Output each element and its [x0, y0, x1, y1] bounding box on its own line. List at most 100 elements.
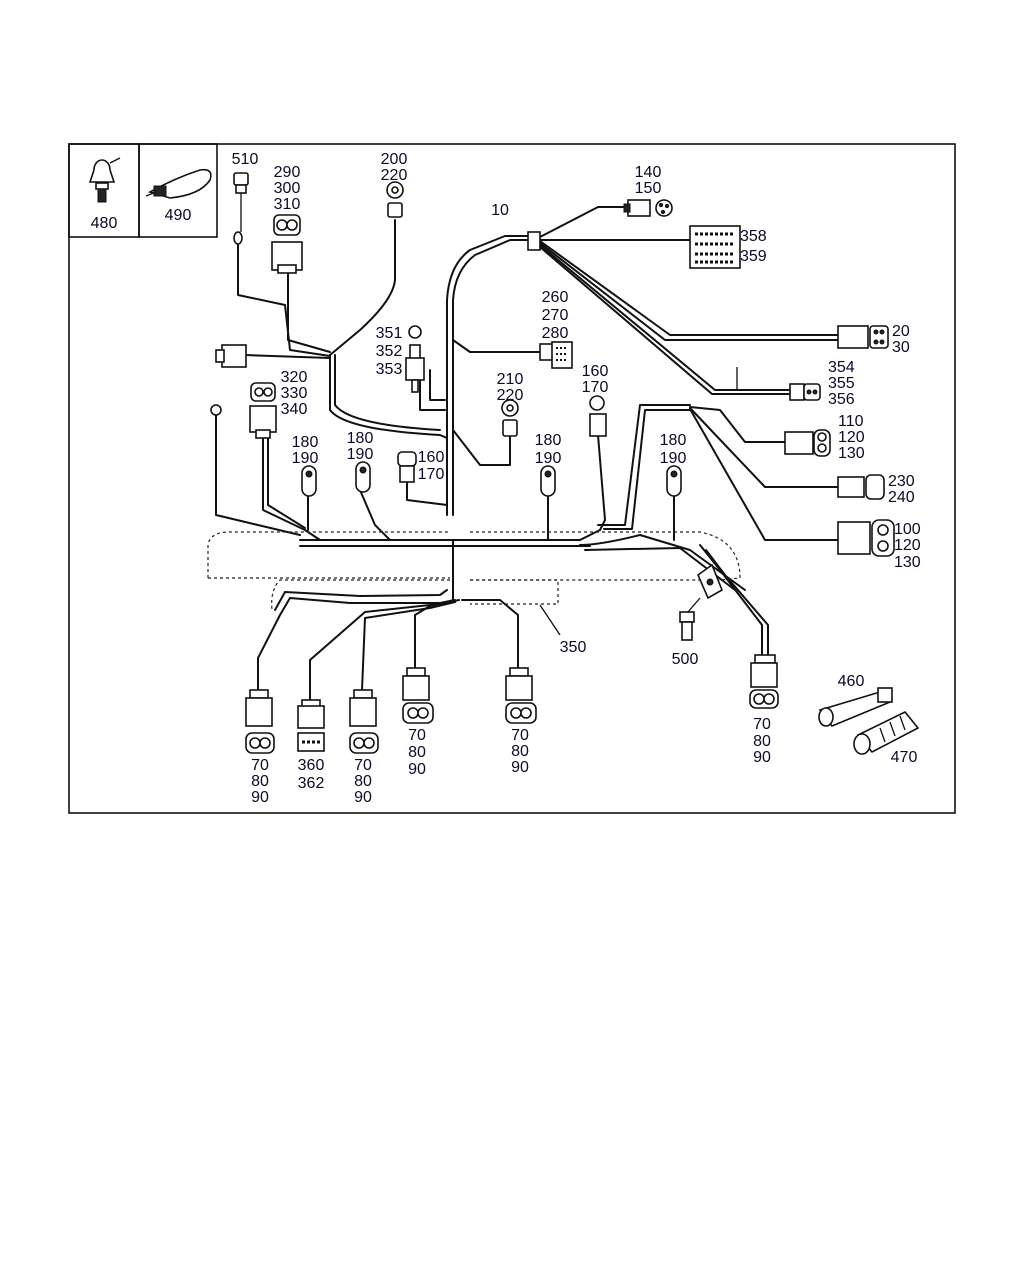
label-90-b: 90	[354, 789, 372, 806]
label-330: 330	[281, 385, 308, 402]
label-358: 358	[740, 228, 767, 245]
label-190-a: 190	[292, 450, 319, 467]
label-90-d: 90	[511, 759, 529, 776]
label-130-a: 130	[838, 445, 865, 462]
label-351: 351	[376, 325, 403, 342]
connector-100	[837, 519, 895, 557]
label-353: 353	[376, 361, 403, 378]
label-190-d: 190	[660, 450, 687, 467]
label-180-c: 180	[535, 432, 562, 449]
label-350: 350	[560, 639, 587, 656]
label-200: 200	[381, 151, 408, 168]
label-190-b: 190	[347, 446, 374, 463]
label-10: 10	[491, 202, 509, 219]
label-120-a: 120	[838, 429, 865, 446]
label-480: 480	[91, 215, 118, 232]
label-80-a: 80	[251, 773, 269, 790]
dashed-outline-350	[470, 579, 559, 605]
label-460: 460	[838, 673, 865, 690]
label-240: 240	[888, 489, 915, 506]
label-70-a: 70	[251, 757, 269, 774]
wire-harness	[215, 206, 839, 701]
label-320: 320	[281, 369, 308, 386]
label-90-e: 90	[753, 749, 771, 766]
diagram-frame	[68, 143, 956, 814]
label-220-mid: 220	[497, 387, 524, 404]
label-270: 270	[542, 307, 569, 324]
label-180-d: 180	[660, 432, 687, 449]
label-470: 470	[891, 749, 918, 766]
plug-460	[818, 687, 893, 727]
label-80-e: 80	[753, 733, 771, 750]
label-500: 500	[672, 651, 699, 668]
sensor-180-a	[301, 465, 317, 497]
label-220-top: 220	[381, 167, 408, 184]
label-80-b: 80	[354, 773, 372, 790]
label-355: 355	[828, 375, 855, 392]
label-100: 100	[894, 521, 921, 538]
label-150: 150	[635, 180, 662, 197]
label-362: 362	[298, 775, 325, 792]
dashed-outline-upper	[207, 531, 741, 611]
label-70-b: 70	[354, 757, 372, 774]
label-70-c: 70	[408, 727, 426, 744]
connector-70-a	[245, 689, 275, 754]
connector-290	[271, 214, 303, 274]
label-110: 110	[838, 413, 864, 430]
connector-110	[784, 429, 831, 457]
label-310: 310	[274, 196, 301, 213]
label-170-right: 170	[582, 379, 609, 396]
label-280: 280	[542, 325, 569, 342]
connector-140	[623, 199, 673, 217]
part-351	[405, 325, 425, 393]
label-340: 340	[281, 401, 308, 418]
legend-box-tie	[138, 143, 218, 238]
connector-230	[837, 474, 885, 500]
connector-70-b	[349, 689, 379, 754]
connector-354	[789, 383, 821, 401]
sensor-160-right	[589, 395, 607, 437]
label-359: 359	[740, 248, 767, 265]
label-70-e: 70	[753, 716, 771, 733]
label-170-left: 170	[418, 466, 445, 483]
cable-tie-490-icon	[145, 168, 212, 199]
sensor-180-c	[540, 465, 556, 497]
sensor-180-b	[355, 461, 371, 493]
label-180-b: 180	[347, 430, 374, 447]
label-510: 510	[232, 151, 259, 168]
connector-260	[539, 341, 573, 369]
sensor-180-d	[666, 465, 682, 497]
label-490: 490	[165, 207, 192, 224]
connector-70-c	[402, 667, 434, 724]
label-180-a: 180	[292, 434, 319, 451]
label-80-d: 80	[511, 743, 529, 760]
sensor-200	[386, 181, 404, 218]
label-356: 356	[828, 391, 855, 408]
connector-320	[249, 382, 277, 439]
label-20: 20	[892, 323, 910, 340]
sensor-210	[501, 399, 519, 437]
label-290: 290	[274, 164, 301, 181]
label-354: 354	[828, 359, 855, 376]
connector-left-plug	[215, 344, 247, 368]
plug-470	[853, 711, 920, 755]
clip-480-icon	[88, 157, 121, 203]
sensor-160-left	[397, 451, 417, 483]
connector-360	[297, 699, 325, 752]
label-90-a: 90	[251, 789, 269, 806]
label-260: 260	[542, 289, 569, 306]
label-300: 300	[274, 180, 301, 197]
label-160-left: 160	[418, 449, 445, 466]
label-190-c: 190	[535, 450, 562, 467]
label-70-d: 70	[511, 727, 529, 744]
label-90-c: 90	[408, 761, 426, 778]
ground-eyelet-left	[210, 404, 222, 416]
connector-70-e	[749, 654, 779, 709]
label-360: 360	[298, 757, 325, 774]
label-30: 30	[892, 339, 910, 356]
connector-70-d	[505, 667, 537, 724]
connector-20	[837, 325, 889, 349]
label-210: 210	[497, 371, 524, 388]
callout-labels: 510 290 300 310 200 220 10 140 150 358 3…	[232, 151, 921, 806]
